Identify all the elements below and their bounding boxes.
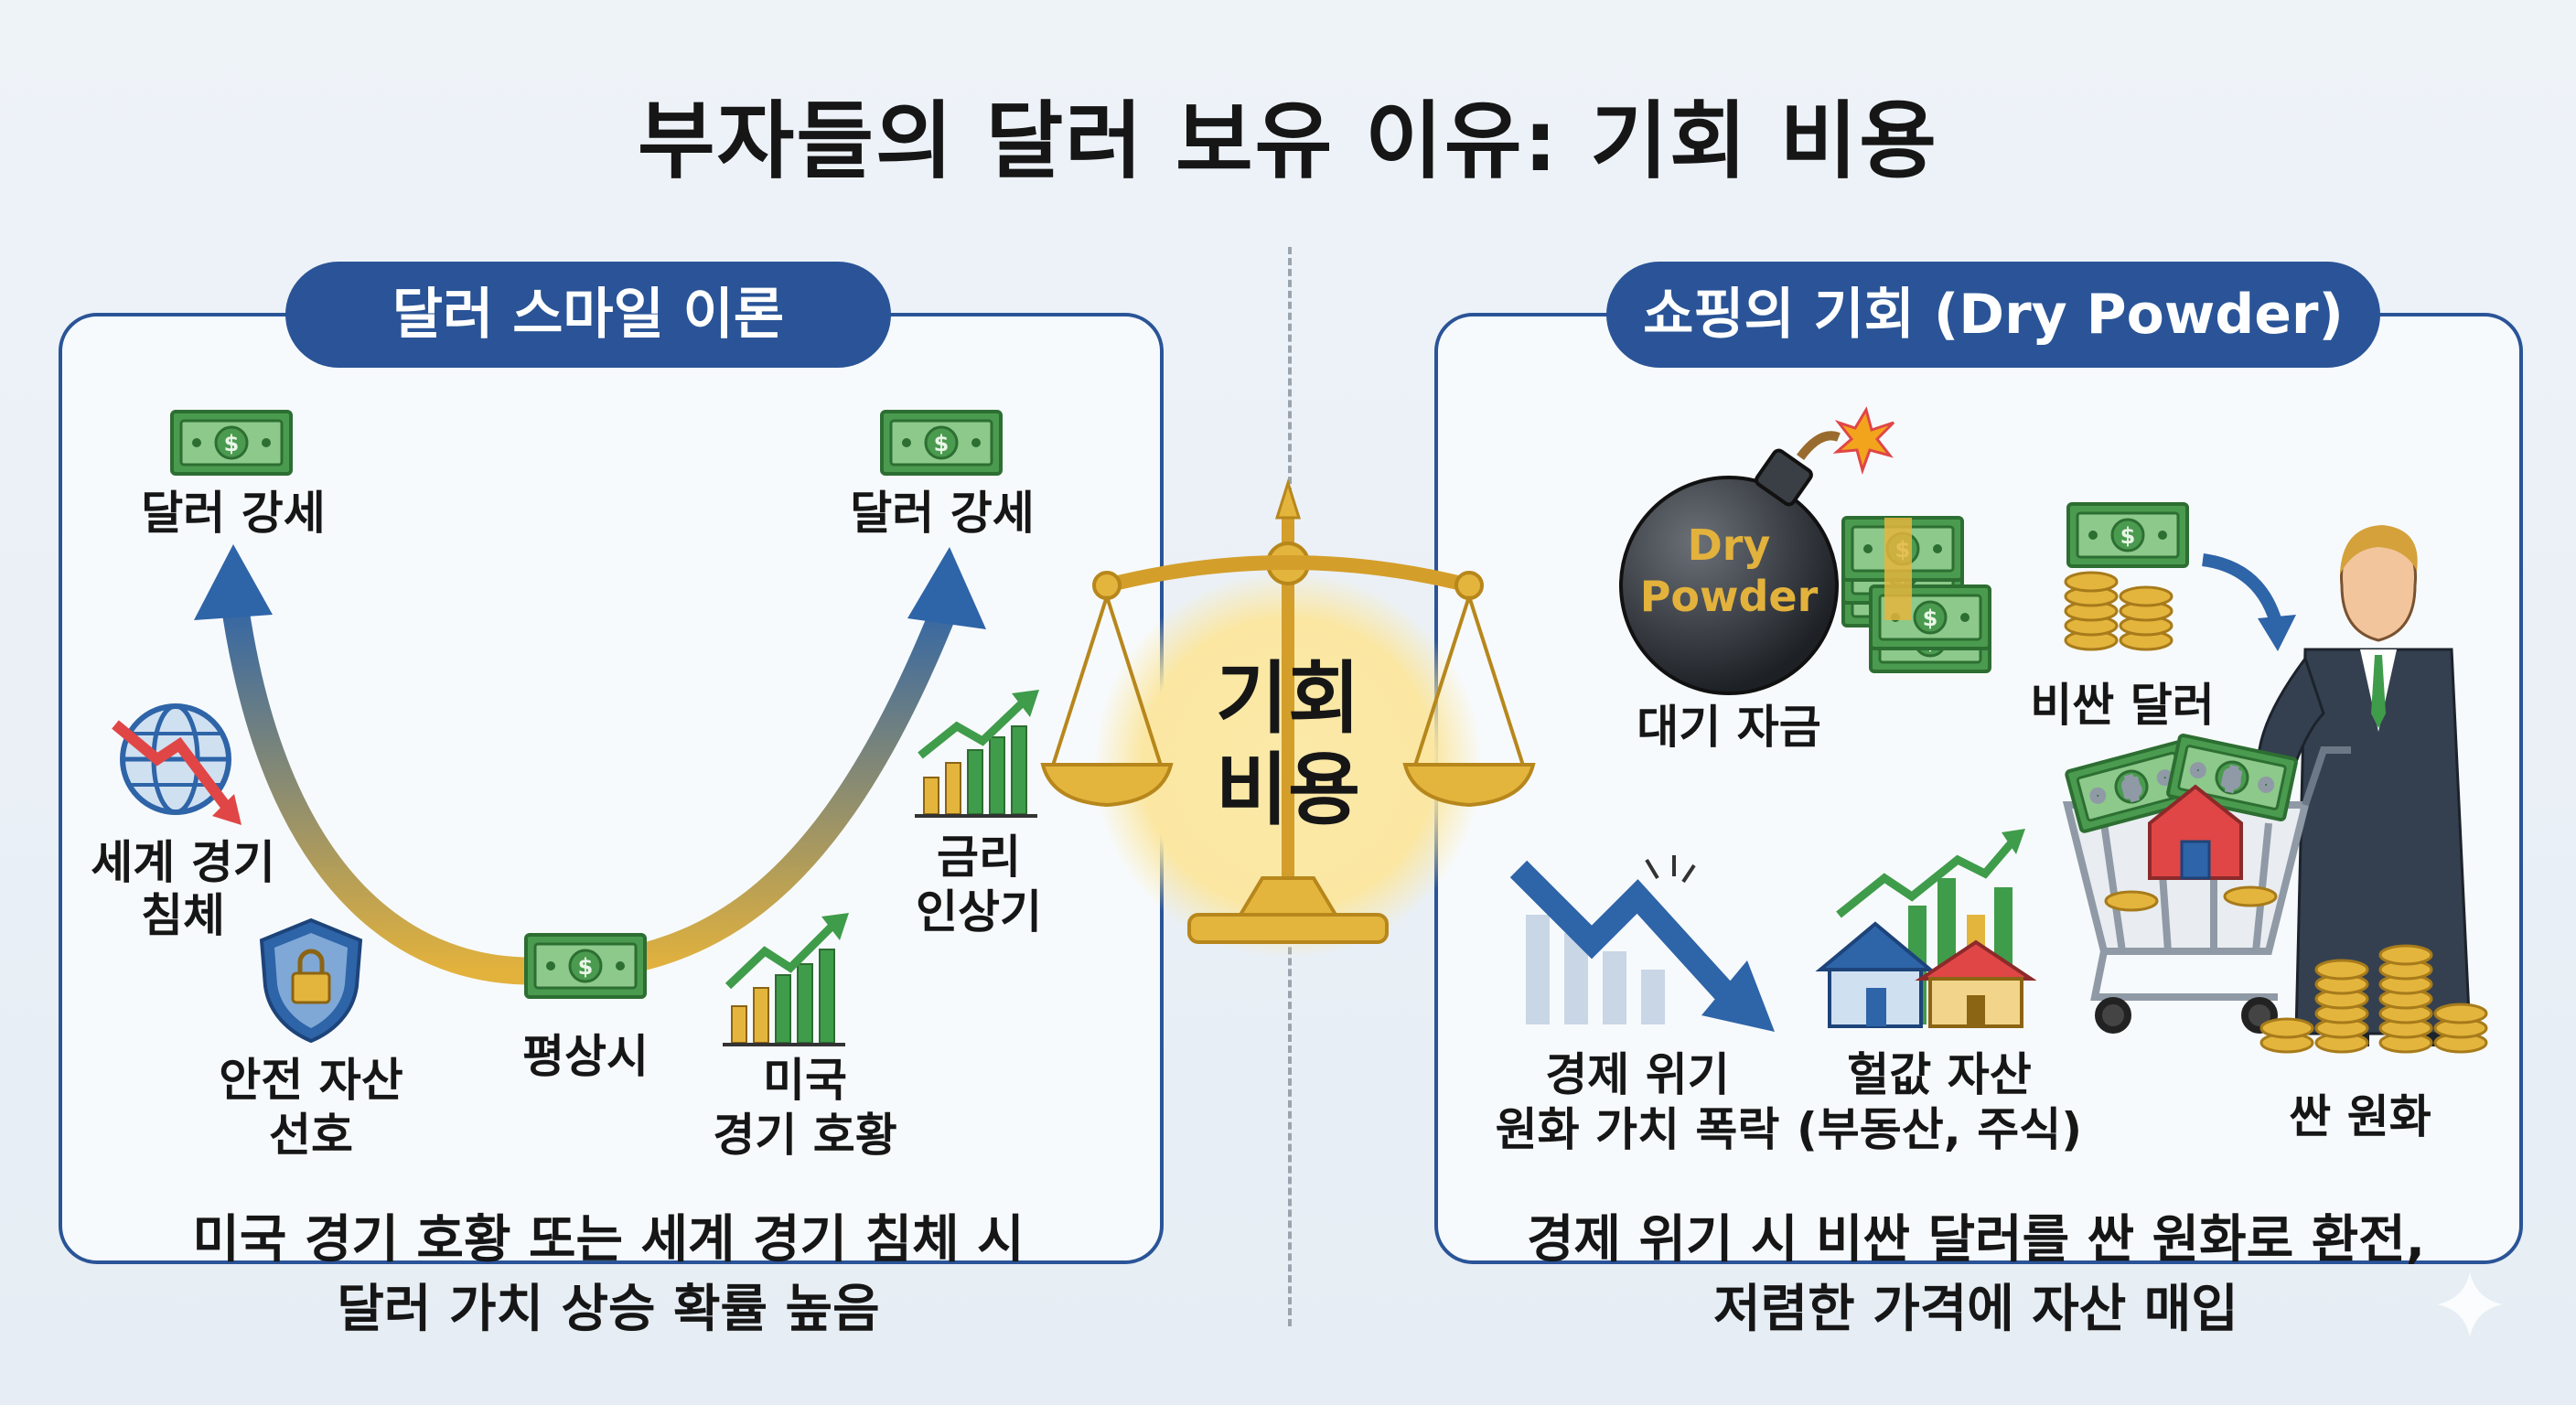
- label-strong-right: 달러 강세: [850, 487, 1035, 540]
- label-rate-line2: 인상기: [916, 885, 1042, 938]
- bar-growth-icon: [915, 690, 1039, 818]
- label-us-boom-line1: 미국: [763, 1054, 847, 1107]
- houses-icon: [1815, 829, 2037, 1028]
- label-crisis-line1: 경제 위기: [1545, 1048, 1730, 1101]
- dollar-bill-icon: [524, 933, 647, 999]
- sparkle-icon: [2437, 1271, 2503, 1337]
- right-summary-line1: 경제 위기 시 비싼 달러를 싼 원화로 환전,: [1526, 1210, 2426, 1270]
- center-label-line1: 기회: [1215, 653, 1361, 745]
- bomb-text-line1: Dry: [1688, 520, 1771, 570]
- label-us-boom-line2: 경기 호황: [713, 1109, 897, 1162]
- label-safe-line2: 선호: [269, 1109, 353, 1162]
- right-panel-heading: 쇼핑의 기회 (Dry Powder): [1606, 262, 2380, 368]
- bomb-text-line2: Powder: [1640, 572, 1819, 621]
- crash-chart-icon: [1509, 855, 1775, 1032]
- bomb-icon: Dry Powder: [1619, 406, 1895, 695]
- smile-arrowhead-left: [194, 544, 273, 620]
- dollar-bill-icon: [170, 410, 293, 476]
- right-summary-line2: 저렴한 가격에 자산 매입: [1713, 1280, 2238, 1339]
- center-label-line2: 비용: [1215, 745, 1361, 836]
- left-panel-heading: 달러 스마일 이론: [285, 262, 891, 368]
- label-cheap-assets-line2: (부동산, 주식): [1796, 1103, 2083, 1156]
- smile-arrowhead-right: [907, 547, 986, 629]
- label-safe-line1: 안전 자산: [219, 1054, 403, 1107]
- page-title: 부자들의 달러 보유 이유: 기회 비용: [638, 92, 1938, 190]
- label-recession-line2: 침체: [141, 889, 225, 942]
- label-recession-line1: 세계 경기: [91, 836, 275, 889]
- cash-stack-icon: [1841, 516, 1991, 673]
- label-expensive-dollar: 비싼 달러: [2030, 679, 2215, 732]
- label-standby: 대기 자금: [1637, 701, 1821, 754]
- label-cheap-assets-line1: 헐값 자산: [1847, 1048, 2032, 1101]
- scale-icon: [1040, 478, 1536, 944]
- curved-arrow-to-man: [2201, 553, 2282, 625]
- left-summary-line1: 미국 경기 호황 또는 세계 경기 침체 시: [192, 1210, 1025, 1270]
- globe-down-icon: [112, 703, 242, 825]
- shield-lock-icon: [259, 917, 363, 1044]
- label-strong-left: 달러 강세: [141, 487, 326, 540]
- coin-stack-icon: [2064, 571, 2174, 651]
- dollar-bill-icon: [880, 410, 1003, 476]
- left-summary-line2: 달러 가치 상승 확률 높음: [337, 1280, 880, 1339]
- label-cheap-won: 싼 원화: [2289, 1090, 2431, 1143]
- label-rate-line1: 금리: [937, 831, 1021, 884]
- bar-growth-icon: [723, 913, 849, 1046]
- shopping-cart-icon: [2066, 735, 2351, 1034]
- label-normal: 평상시: [522, 1030, 649, 1083]
- label-crisis-line2: 원화 가치 폭락: [1495, 1103, 1780, 1156]
- dollar-bill-icon: [2066, 502, 2189, 568]
